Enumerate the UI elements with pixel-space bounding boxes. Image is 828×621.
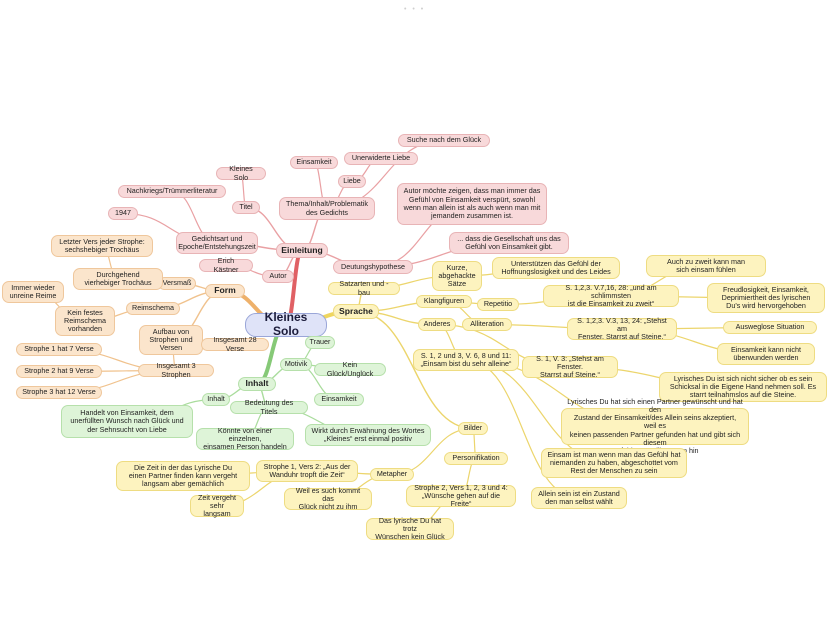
node-bedeutung[interactable]: Bedeutung des Titels [230, 399, 308, 415]
node-inhalt[interactable]: Inhalt [238, 377, 276, 391]
window-handle: • • • [404, 6, 426, 13]
node-durchgehend[interactable]: Durchgehend vierhebiger Trochäus [73, 268, 163, 290]
node-gedichtsart[interactable]: Gedichtsart und Epoche/Entstehungszeit [176, 232, 258, 254]
node-suche[interactable]: Suche nach dem Glück [398, 134, 490, 147]
node-einsamkeit1[interactable]: Einsamkeit [290, 156, 338, 169]
node-freudlos[interactable]: Freudlosigkeit, Einsamkeit, Deprimierthe… [707, 283, 825, 313]
node-reimschema[interactable]: Reimschema [126, 302, 180, 315]
node-keinfestes[interactable]: Kein festes Reimschema vorhanden [55, 306, 115, 336]
node-aufbau[interactable]: Aufbau von Strophen und Versen [139, 325, 203, 355]
node-unterstuetzen[interactable]: Unterstützen das Gefühl der Hoffnungslos… [492, 257, 620, 279]
node-alleinsein[interactable]: Allein sein ist ein Zustand den man selb… [531, 487, 627, 509]
node-strophe3[interactable]: Strophe 3 hat 12 Verse [16, 386, 102, 399]
node-titel[interactable]: Titel [232, 201, 260, 214]
node-motivik[interactable]: Motivik [280, 358, 312, 371]
node-alliteration[interactable]: Alliteration [462, 318, 512, 331]
node-y1947[interactable]: 1947 [108, 207, 138, 220]
node-sprache[interactable]: Sprache [333, 304, 379, 319]
node-autor[interactable]: Autor [262, 270, 294, 283]
node-zeitvergeht[interactable]: Zeit vergeht sehr langsam [190, 493, 244, 518]
node-deutung[interactable]: Deutungshypothese [333, 260, 413, 274]
node-strophe2v1[interactable]: Strophe 2, Vers 1, 2, 3 und 4: „Wünsche … [406, 483, 516, 508]
node-strophe1v2[interactable]: Strophe 1, Vers 2: „Aus der Wanduhr trop… [256, 460, 358, 482]
node-einsamkeitkann[interactable]: Einsamkeit kann nicht überwunden werden [717, 343, 815, 365]
node-s123v3[interactable]: S. 1,2,3. V.3, 13, 24: „Stehst am Fenste… [567, 316, 677, 341]
node-koennte[interactable]: Könnte von einer einzelnen, einsamen Per… [196, 426, 294, 451]
node-einleitung[interactable]: Einleitung [276, 243, 328, 258]
node-personifikation[interactable]: Personifikation [444, 452, 508, 465]
node-daslyrische[interactable]: Das lyrische Du hat trotz Wünschen kein … [366, 516, 454, 541]
node-nachkrieg[interactable]: Nachkriegs/Trümmerliteratur [118, 185, 226, 198]
node-metapher[interactable]: Metapher [370, 468, 414, 481]
node-anderes[interactable]: Anderes [418, 318, 456, 331]
node-diezeit[interactable]: Die Zeit in der das Lyrische Du einen Pa… [116, 461, 250, 491]
node-s1v3[interactable]: S. 1, V. 3: „Stehst am Fenster. Starrst … [522, 354, 618, 379]
node-lyrischesdu1[interactable]: Lyrisches Du ist sich nicht sicher ob es… [659, 372, 827, 402]
node-satzarten[interactable]: Satzarten und -bau [328, 280, 400, 296]
node-thema[interactable]: Thema/Inhalt/Problematik des Gedichts [279, 197, 375, 220]
node-repetitio[interactable]: Repetitio [477, 298, 519, 311]
node-strophe2[interactable]: Strophe 2 hat 9 Verse [16, 365, 102, 378]
node-kaestner[interactable]: Erich Kästner [199, 257, 253, 273]
node-weileswsucht[interactable]: Weil es such kommt das Glück nicht zu ih… [284, 486, 372, 511]
node-inhaltsub[interactable]: Inhalt [202, 393, 230, 406]
node-form[interactable]: Form [205, 284, 245, 298]
node-s1238[interactable]: S. 1,2,3. V.7,16, 28: „und am schlimmste… [543, 283, 679, 308]
node-liebe[interactable]: Liebe [338, 175, 366, 188]
node-insg28[interactable]: Insgesamt 28 Verse [201, 336, 269, 352]
node-klangfiguren[interactable]: Klangfiguren [416, 295, 472, 308]
node-trauer[interactable]: Trauer [305, 336, 335, 349]
node-strophe1[interactable]: Strophe 1 hat 7 Verse [16, 343, 102, 356]
node-versmass[interactable]: Versmaß [158, 277, 196, 290]
node-keinglueck[interactable]: Kein Glück/Unglück [314, 361, 386, 377]
node-letzter[interactable]: Letzter Vers jeder Strophe: sechshebiger… [51, 235, 153, 257]
node-handelt[interactable]: Handelt von Einsamkeit, dem unerfüllten … [61, 405, 193, 438]
root-node[interactable]: Kleines Solo [245, 310, 327, 338]
node-einsamkeit2[interactable]: Einsamkeit [314, 393, 364, 406]
node-einsamistman[interactable]: Einsam ist man wenn man das Gefühl hat n… [541, 448, 687, 478]
node-unerwiderte[interactable]: Unerwiderte Liebe [344, 152, 418, 165]
node-wirkt[interactable]: Wirkt durch Erwähnung des Wortes „Kleine… [305, 424, 431, 446]
node-kurze[interactable]: Kurze, abgehackte Sätze [432, 261, 482, 291]
node-s12v6[interactable]: S. 1, 2 und 3, V. 6, 8 und 11: „Einsam b… [413, 349, 519, 371]
node-autorzeigen[interactable]: Autor möchte zeigen, dass man immer das … [397, 183, 547, 225]
node-bilder[interactable]: Bilder [458, 422, 488, 435]
node-immerwieder[interactable]: Immer wieder unreine Reime [2, 281, 64, 303]
node-gesellschaft[interactable]: ... dass die Gesellschaft uns das Gefühl… [449, 232, 569, 254]
node-kleinessolo[interactable]: Kleines Solo [216, 165, 266, 181]
node-lyrischesdu2[interactable]: Lyrisches Du hat sich einen Partner gewü… [561, 397, 749, 455]
node-ausweglose[interactable]: Ausweglose Situation [723, 321, 817, 334]
node-insg3[interactable]: Insgesamt 3 Strophen [138, 362, 214, 378]
node-auchwenn[interactable]: Auch zu zweit kann man sich einsam fühle… [646, 255, 766, 277]
